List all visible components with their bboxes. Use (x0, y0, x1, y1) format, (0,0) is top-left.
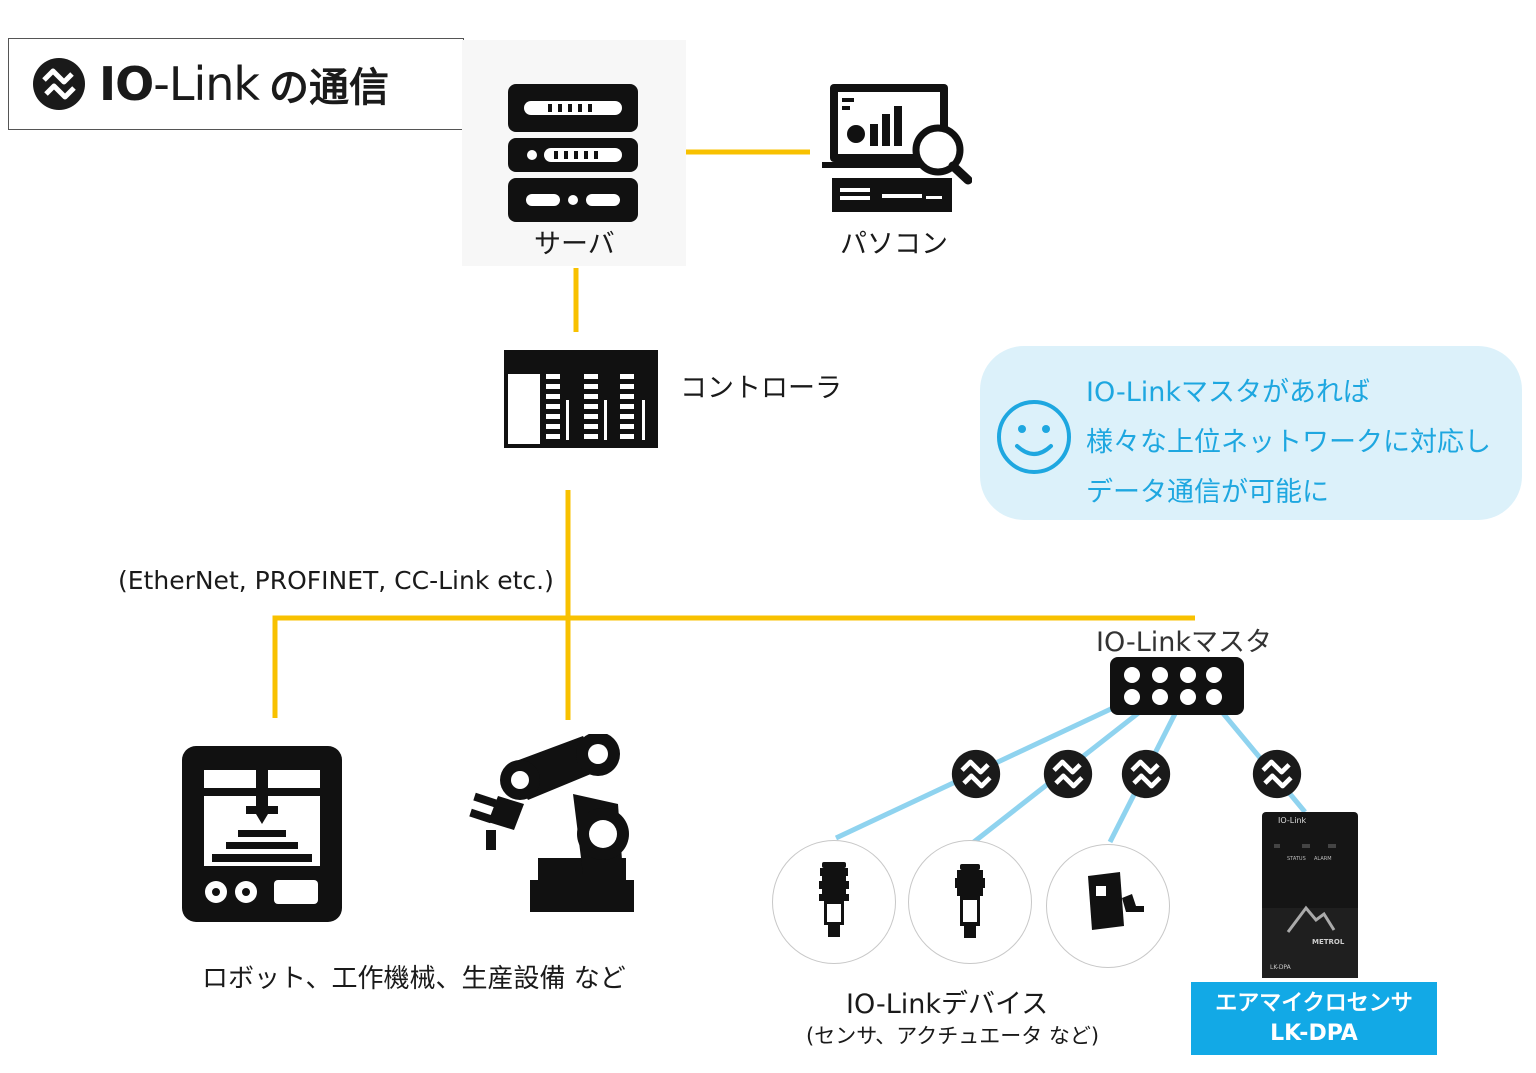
product-label: エアマイクロセンサ LK-DPA (1191, 982, 1437, 1055)
server-icon (508, 84, 638, 222)
device-alarm-text: ALARM (1314, 856, 1332, 862)
network-label: (EtherNet, PROFINET, CC-Link etc.) (118, 566, 554, 595)
lk-dpa-device-icon (1262, 812, 1358, 978)
device-status-text: STATUS (1287, 856, 1306, 862)
bubble-line-2: 様々な上位ネットワークに対応し (1086, 427, 1491, 458)
robot-arm-icon (469, 734, 634, 912)
title-suffix: の通信 (269, 65, 390, 111)
device-maker-text: METROL (1312, 938, 1345, 946)
product-line-1: エアマイクロセンサ (1215, 990, 1413, 1016)
title-brand-thin: -Link (153, 57, 260, 111)
equipment-label: ロボット、工作機械、生産設備 など (202, 964, 626, 994)
io-link-port-icon (951, 749, 1001, 799)
title-brand-bold: IO (99, 57, 154, 111)
proximity-sensor-icon (819, 862, 849, 937)
smiley-icon (997, 400, 1071, 474)
io-link-logo-icon (33, 58, 85, 110)
server-label: サーバ (534, 229, 615, 260)
photoelectric-sensor-icon (1088, 872, 1144, 930)
devices-title: IO-Linkデバイス (846, 989, 1049, 1020)
network-bus-line (272, 615, 1195, 718)
io-link-port-icon (1252, 749, 1302, 799)
bubble-line-3: データ通信が可能に (1086, 477, 1329, 508)
product-line-2: LK-DPA (1270, 1020, 1358, 1046)
page-title: IO -Link の通信 (8, 38, 464, 130)
machine-tool-icon (182, 746, 342, 922)
bubble-line-1: IO-Linkマスタがあれば (1086, 377, 1371, 408)
device-brand-text: IO-Link (1278, 816, 1307, 825)
proximity-sensor-icon (955, 864, 985, 938)
device-model-text: LK-DPA (1270, 964, 1291, 971)
io-link-port-icon (1121, 749, 1171, 799)
devices-subtitle: (センサ、アクチュエータ など) (806, 1024, 1100, 1048)
io-link-master-icon (1110, 657, 1244, 715)
controller-icon (504, 350, 658, 448)
master-label: IO-Linkマスタ (1096, 627, 1273, 658)
io-link-port-icon (1043, 749, 1093, 799)
controller-label: コントローラ (680, 373, 842, 404)
pc-icon (822, 84, 972, 212)
pc-label: パソコン (840, 229, 948, 260)
